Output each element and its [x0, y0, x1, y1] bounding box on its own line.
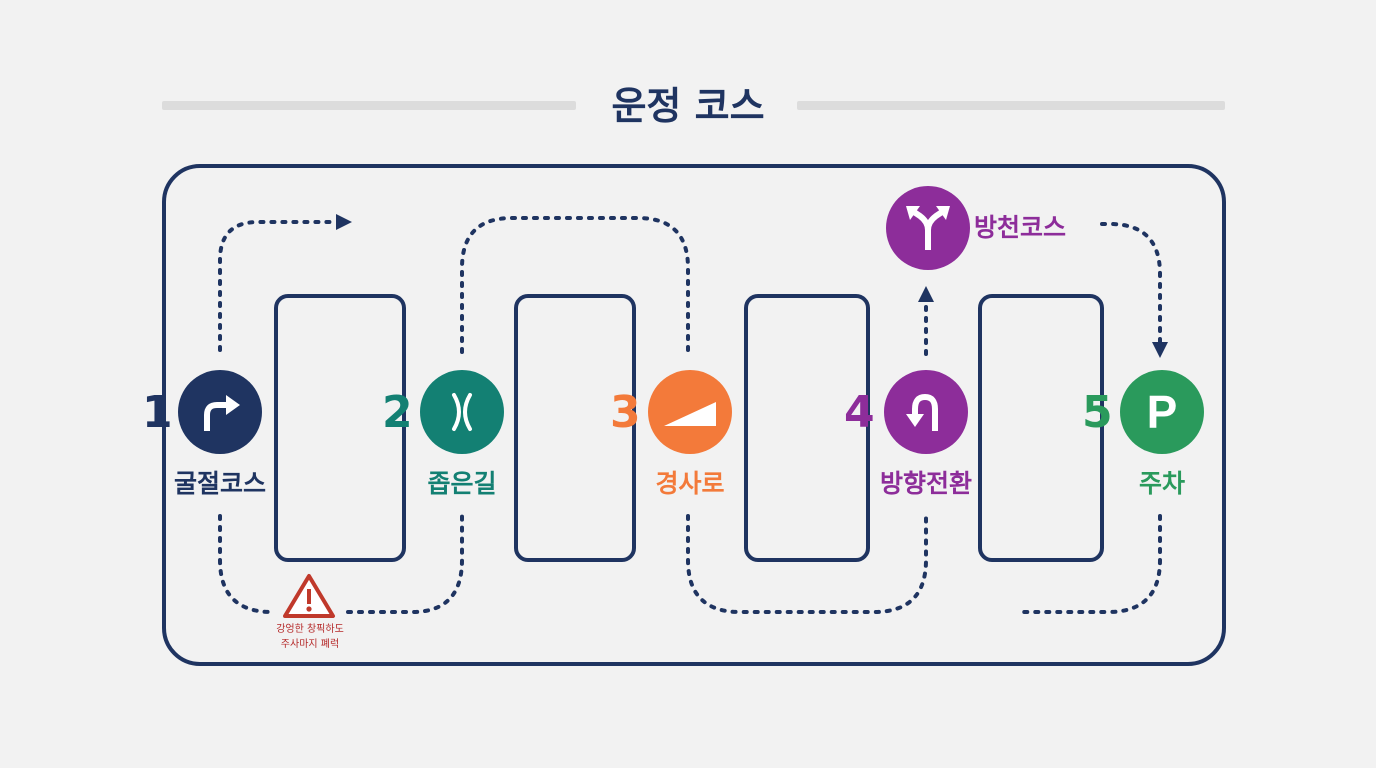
warning-triangle-icon	[282, 572, 336, 624]
route-path-branch-5	[1100, 222, 1162, 348]
station-2-number: 2	[382, 387, 413, 438]
station-1-badge	[178, 370, 262, 454]
obstacle-block-2	[514, 294, 636, 562]
slope-icon	[662, 392, 718, 432]
warning-text-line-2: 주사마지 폐럭	[280, 639, 340, 650]
route-path-3-4-bottom	[686, 514, 928, 614]
obstacle-block-4	[978, 294, 1104, 562]
turn-right-arrow-icon	[195, 387, 245, 437]
route-arrow-right	[336, 214, 352, 230]
station-5-badge: P	[1120, 370, 1204, 454]
warning-text-line-1: 강엉한 창픽하도	[276, 624, 344, 635]
route-path-5-bottom	[1022, 514, 1162, 614]
station-2-label: 좁은길	[427, 469, 497, 498]
narrow-road-icon	[440, 387, 484, 437]
station-3-badge	[648, 370, 732, 454]
route-path-1-down	[218, 514, 274, 614]
station-1-number: 1	[142, 387, 173, 438]
branch-badge	[886, 186, 970, 270]
route-path-1-up	[218, 220, 334, 352]
course-boundary	[162, 164, 1226, 666]
station-4-number: 4	[844, 387, 875, 438]
station-5-number: 5	[1082, 387, 1113, 438]
parking-icon: P	[1146, 386, 1178, 438]
station-3-number: 3	[610, 387, 641, 438]
station-2-badge	[420, 370, 504, 454]
route-arrow-up	[918, 286, 934, 302]
title-rule-left	[162, 101, 576, 110]
station-5-label: 주차	[1138, 469, 1185, 498]
station-3-label: 경사로	[655, 469, 725, 498]
station-1-label: 굴절코스	[173, 469, 266, 498]
obstacle-block-1	[274, 294, 406, 562]
route-path-2-3-top	[460, 216, 690, 354]
branch-label: 방천코스	[974, 213, 1067, 242]
station-4-label: 방향전환	[879, 469, 972, 498]
route-arrow-down	[1152, 342, 1168, 358]
u-turn-icon	[901, 387, 951, 437]
page-title: 운정 코스	[611, 84, 765, 128]
fork-arrow-icon	[900, 200, 956, 256]
title-rule-right	[797, 101, 1225, 110]
route-path-2-bottom	[346, 514, 464, 614]
obstacle-block-3	[744, 294, 870, 562]
station-4-badge	[884, 370, 968, 454]
